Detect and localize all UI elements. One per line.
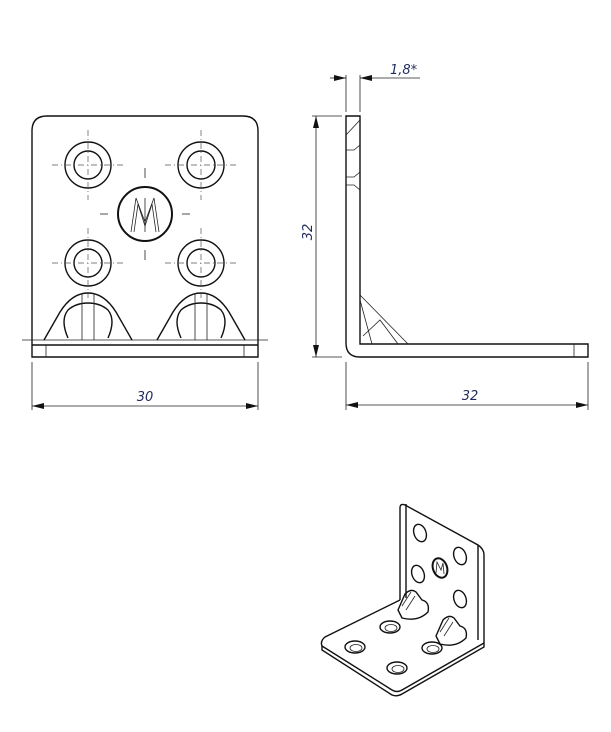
stiffening-ribs <box>43 292 246 341</box>
iso-ribs <box>397 589 468 646</box>
isometric-view <box>320 503 485 697</box>
dimension-label-height: 32 <box>301 224 316 241</box>
dimension-height: 32 <box>301 115 342 358</box>
logo-m-icon <box>100 168 190 260</box>
side-profile-outline <box>345 115 589 358</box>
front-view: 30 <box>22 115 268 410</box>
dimension-label-width: 30 <box>137 390 154 405</box>
front-plate-outline <box>31 115 259 358</box>
dimension-label-thickness: 1,8* <box>390 63 418 78</box>
side-view: 1,8* 32 32 <box>301 63 589 410</box>
hole <box>165 130 237 200</box>
hole <box>52 228 124 298</box>
iso-holes <box>344 523 468 675</box>
dimension-label-length: 32 <box>462 389 479 404</box>
hole <box>165 228 237 298</box>
hole <box>52 130 124 200</box>
iso-logo-m-icon <box>431 557 449 579</box>
dimension-length: 32 <box>345 362 589 410</box>
dimension-thickness: 1,8* <box>330 63 420 112</box>
dimension-width: 30 <box>31 362 259 410</box>
mounting-holes <box>52 130 237 298</box>
